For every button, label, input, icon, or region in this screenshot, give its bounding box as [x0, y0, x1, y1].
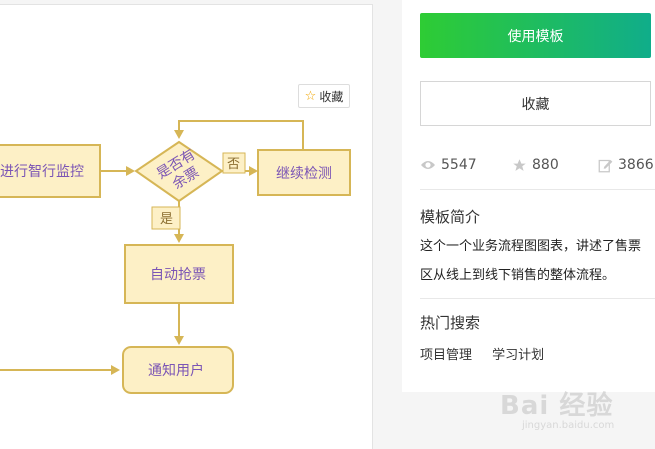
flowchart-canvas[interactable]: 进行智行监控 是否有 余票 否 继续检测 是 自动抢票 通知用户 [0, 4, 373, 449]
template-stats: 5547 880 3866 [420, 157, 655, 177]
use-template-label: 使用模板 [507, 28, 564, 45]
edge-label-yes-box [151, 206, 181, 230]
edits-stat: 3866 [598, 157, 654, 173]
flowchart: 进行智行监控 是否有 余票 否 继续检测 是 自动抢票 通知用户 [0, 120, 351, 394]
node-auto-grab[interactable] [124, 244, 234, 304]
views-count: 5547 [441, 157, 477, 173]
template-sidebar: 使用模板 收藏 5547 880 3866 模板简介 这个一个业务流程图 [402, 0, 655, 392]
star-icon [513, 158, 526, 171]
likes-stat: 880 [512, 157, 559, 173]
node-monitor-label: 进行智行监控 [0, 164, 84, 180]
hot-tag[interactable]: 项目管理 [420, 348, 473, 363]
favorite-small-label: 收藏 [319, 89, 344, 104]
intro-title: 模板简介 [420, 208, 481, 226]
edge-label-no: 否 [227, 157, 240, 172]
edit-icon [598, 159, 613, 172]
eye-icon [421, 161, 435, 169]
node-notify-label: 通知用户 [148, 362, 204, 379]
divider [420, 298, 655, 299]
edge-continue-loop [174, 120, 304, 150]
node-continue[interactable] [257, 149, 351, 196]
node-notify[interactable] [122, 346, 234, 394]
star-icon: ☆ [304, 88, 317, 104]
edits-count: 3866 [618, 157, 654, 173]
watermark-main: Bai 经验 [500, 391, 614, 421]
hot-tag[interactable]: 学习计划 [492, 348, 545, 363]
views-stat: 5547 [420, 157, 477, 173]
hot-search-title: 热门搜索 [420, 314, 481, 332]
favorite-label: 收藏 [521, 96, 550, 113]
divider [420, 189, 655, 190]
favorite-small-button[interactable]: ☆ 收藏 [298, 84, 350, 108]
edge-label-no-box [222, 152, 246, 174]
hot-tags: 项目管理 学习计划 [420, 344, 560, 363]
watermark-sub: jingyan.baidu.com [522, 420, 615, 431]
use-template-button[interactable]: 使用模板 [420, 13, 651, 58]
intro-text: 这个一个业务流程图图表，讲述了售票区从线上到线下销售的整体流程。 [420, 239, 642, 283]
node-continue-label: 继续检测 [276, 165, 332, 182]
node-auto-grab-label: 自动抢票 [150, 266, 206, 283]
edge-label-yes: 是 [160, 212, 173, 227]
likes-count: 880 [532, 157, 559, 173]
favorite-button[interactable]: 收藏 [420, 81, 651, 126]
watermark: Bai 经验 jingyan.baidu.com [500, 385, 650, 445]
